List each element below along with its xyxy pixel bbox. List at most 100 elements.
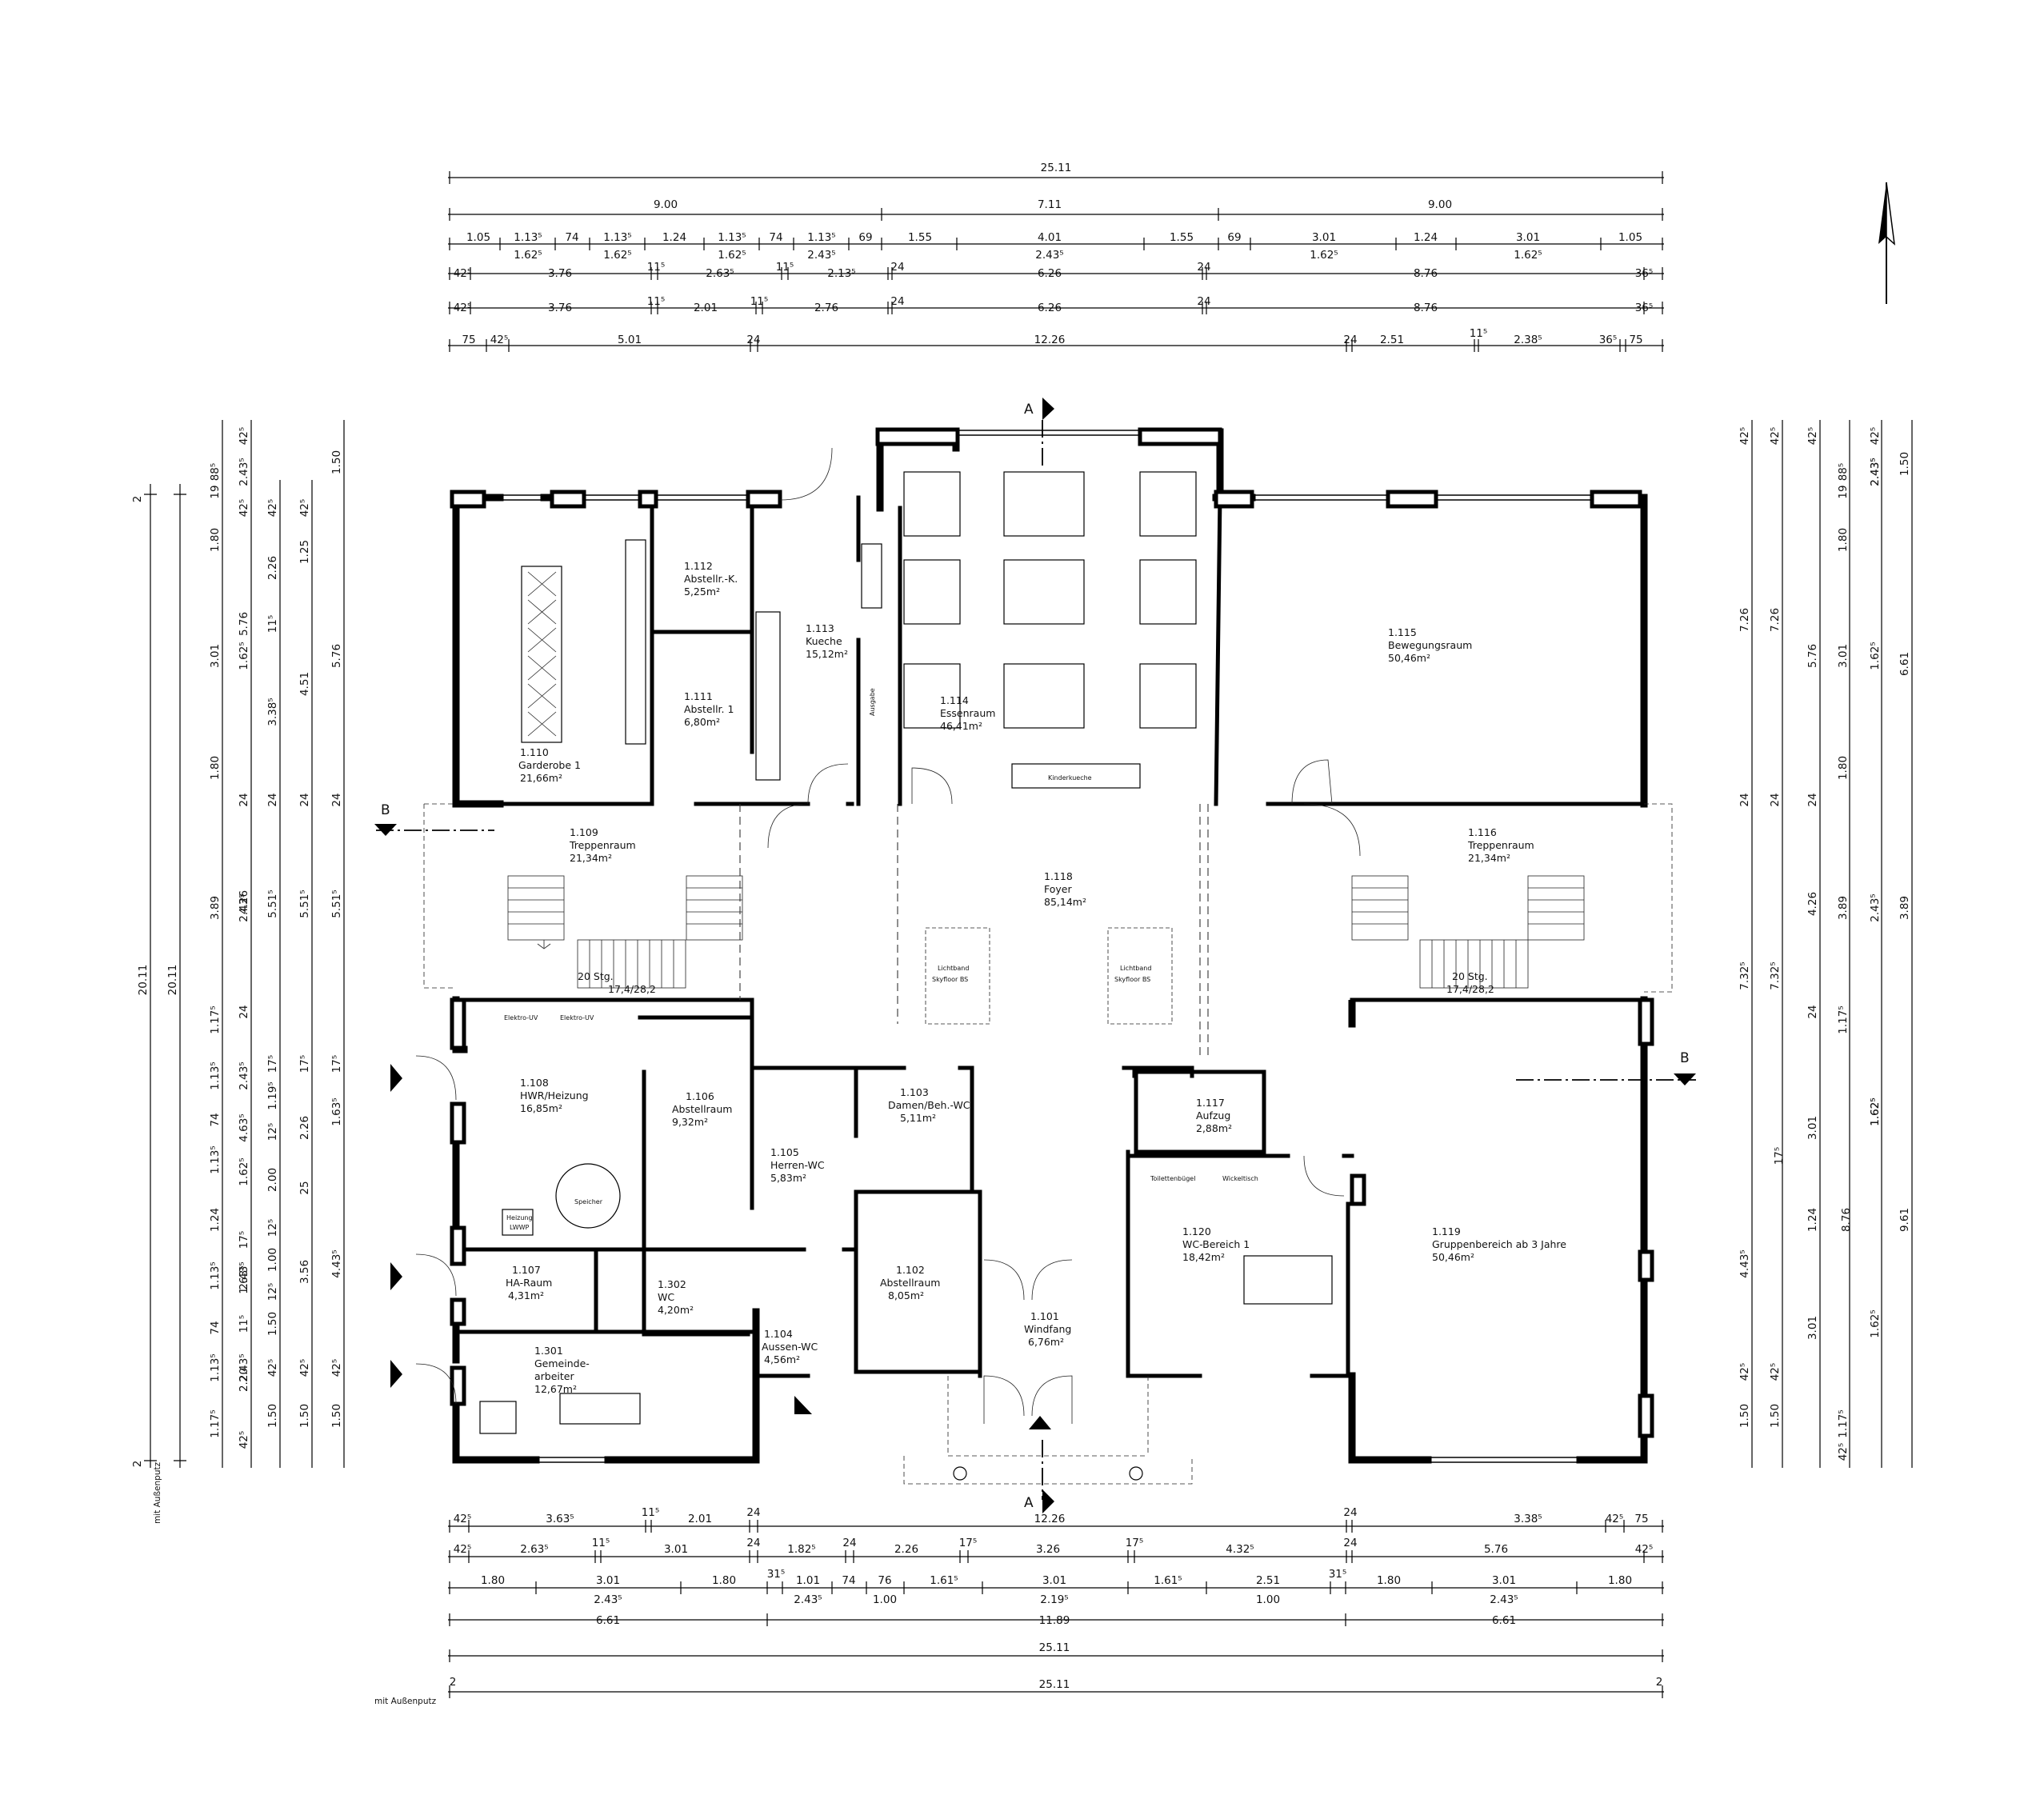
dim-label: 74 — [769, 231, 782, 244]
dim-label: 2.43⁵ — [594, 1593, 622, 1606]
stairs-right-dim: 17,4/28,2 — [1446, 983, 1494, 995]
dim-label: 1.13⁵ — [209, 1261, 222, 1289]
dim-label: 6.61 — [1898, 652, 1911, 676]
elektro-label-1: Elektro-UV — [504, 1014, 538, 1021]
dim-label: 2.43⁵ — [807, 249, 835, 262]
dim-label: 1.00 — [266, 1248, 279, 1272]
foyer-beams — [739, 804, 1209, 1056]
dim-label: 2.13⁵ — [827, 267, 855, 280]
dim-label: 9.00 — [654, 198, 678, 211]
dim-label: 17⁵ — [330, 1055, 343, 1073]
svg-text:1.103: 1.103 — [900, 1086, 929, 1098]
section-markers: A A B B — [374, 398, 1696, 1513]
svg-text:Treppenraum: Treppenraum — [1467, 839, 1534, 851]
dim-label: 1.55 — [1170, 231, 1194, 244]
dim-label: 4.26 — [238, 890, 250, 914]
entrance-bollards — [953, 1466, 1143, 1481]
dim-label: 1.05 — [1618, 231, 1642, 244]
dim-label: 2.26 — [298, 1116, 311, 1140]
dim-label: 7.32⁵ — [1738, 961, 1751, 989]
stairs-left-label: 20 Stg. — [578, 970, 614, 982]
section-a-bottom-marker: A — [1024, 1416, 1054, 1513]
dim-label: 42⁵ — [238, 427, 250, 446]
dim-label: 2.76 — [814, 302, 838, 314]
svg-text:Gemeinde-: Gemeinde- — [534, 1357, 590, 1369]
facade-pillars — [450, 427, 1654, 1438]
dim-label: 42⁵ — [454, 1543, 472, 1556]
dim-label: 42⁵ — [1806, 427, 1819, 446]
dim-label: 1.00 — [1256, 1593, 1280, 1606]
dim-label: 42⁵ — [298, 1359, 311, 1377]
stairs-left — [507, 875, 743, 989]
note-left: mit Außenputz — [153, 1461, 162, 1524]
dim-label: 74 — [842, 1574, 855, 1587]
dim-label: 7.11 — [1038, 198, 1062, 211]
svg-text:1.101: 1.101 — [1030, 1310, 1059, 1322]
dim-label: 7.26 — [1769, 608, 1782, 632]
svg-text:arbeiter: arbeiter — [534, 1370, 574, 1382]
dim-label: 11⁵ — [647, 295, 666, 308]
dim-label: 1.01 — [796, 1574, 820, 1587]
dim-label: 20.11 — [137, 965, 150, 996]
dim-label: 2.43⁵ — [238, 1261, 250, 1289]
svg-text:1.102: 1.102 — [896, 1264, 925, 1276]
dim-label: 24 — [1738, 793, 1751, 806]
dim-label: 3.01 — [1806, 1116, 1819, 1140]
dim-label: 11⁵ — [592, 1537, 610, 1549]
svg-text:9,32m²: 9,32m² — [672, 1116, 708, 1128]
section-b-right-label: B — [1680, 1050, 1690, 1066]
dim-label: 12.26 — [1034, 334, 1066, 346]
svg-text:1.112: 1.112 — [684, 560, 713, 572]
dim-label: 42⁵ — [298, 499, 311, 518]
dim-label: 5.76 — [1484, 1543, 1508, 1556]
dim-label: 1.17⁵ — [209, 1409, 222, 1437]
dim-label: 1.50 — [266, 1404, 279, 1428]
dim-label: 42⁵ — [238, 1431, 250, 1449]
svg-text:4,31m²: 4,31m² — [508, 1289, 544, 1301]
dim-label: 8.76 — [1414, 267, 1438, 280]
dim-label: 1.80 — [209, 756, 222, 780]
dim-label: 1.13⁵ — [807, 231, 835, 244]
svg-text:1.119: 1.119 — [1432, 1225, 1461, 1237]
dim-label: 1.17⁵ — [1837, 1005, 1850, 1033]
svg-text:4,20m²: 4,20m² — [658, 1304, 694, 1316]
svg-text:50,46m²: 50,46m² — [1388, 652, 1430, 664]
dim-label: 74 — [209, 1321, 222, 1334]
dim-label: 42⁵ — [1769, 427, 1782, 446]
dim-label: 17⁵ — [1126, 1537, 1144, 1549]
dim-label: 2.43⁵ — [1869, 458, 1882, 486]
svg-text:5,25m²: 5,25m² — [684, 586, 720, 598]
dim-label: 24 — [1343, 1537, 1357, 1549]
dim-label: 75 — [462, 334, 475, 346]
dim-label: 1.00 — [873, 1593, 897, 1606]
dim-label: 5.51⁵ — [266, 890, 279, 917]
dim-label: 1.62⁵ — [1514, 249, 1542, 262]
wickeltisch-label: Wickeltisch — [1222, 1175, 1258, 1182]
svg-text:2,88m²: 2,88m² — [1196, 1122, 1232, 1134]
dim-label: 1.19⁵ — [266, 1081, 279, 1109]
dim-label: 24 — [1343, 1506, 1357, 1519]
dim-label: 2 — [450, 1676, 457, 1689]
dim-label: 76 — [878, 1574, 891, 1587]
dim-label: 3.56 — [298, 1260, 311, 1284]
svg-text:1.120: 1.120 — [1182, 1225, 1211, 1237]
north-arrow-icon — [1878, 182, 1896, 304]
dim-label: 2.26 — [894, 1543, 918, 1556]
dim-labels-top: 25.11 9.00 7.11 9.00 1.05 1.13⁵ 74 1.13⁵… — [454, 162, 1654, 346]
dim-label: 9.61 — [1898, 1208, 1911, 1232]
svg-text:12,67m²: 12,67m² — [534, 1383, 577, 1395]
dim-label: 4.63⁵ — [238, 1113, 250, 1141]
dim-label: 24 — [266, 793, 279, 806]
dim-label: 69 — [1227, 231, 1241, 244]
svg-text:1.113: 1.113 — [806, 622, 834, 634]
svg-text:Windfang: Windfang — [1024, 1323, 1071, 1335]
svg-text:WC-Bereich 1: WC-Bereich 1 — [1182, 1238, 1250, 1250]
dim-label: 12⁵ — [266, 1283, 279, 1301]
dim-label: 3.38⁵ — [266, 698, 279, 726]
dim-label: 1.62⁵ — [1869, 1097, 1882, 1125]
